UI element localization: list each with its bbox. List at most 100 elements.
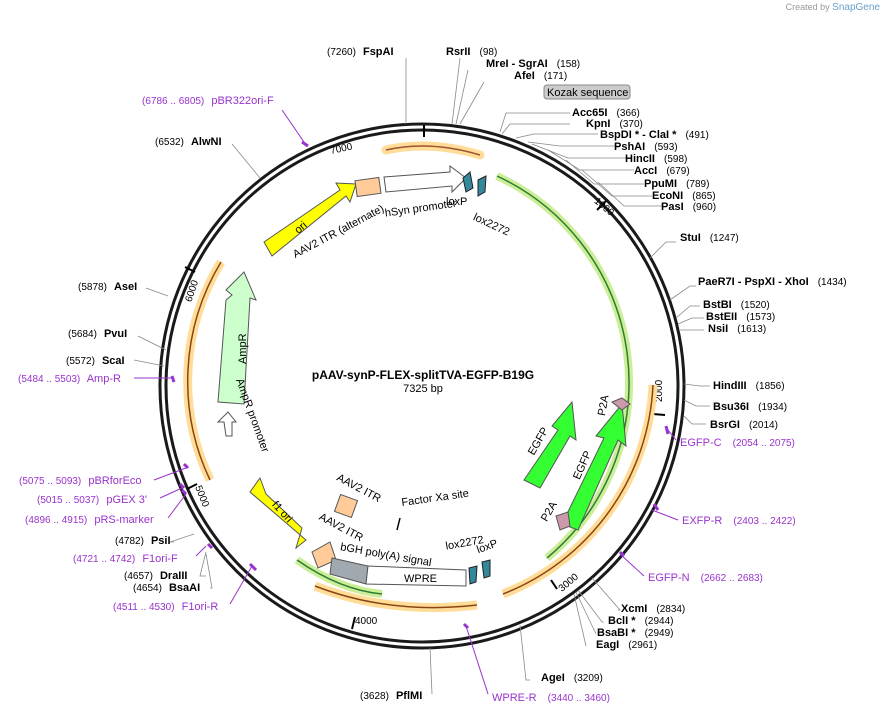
svg-text:StuI (1247): StuI (1247) — [680, 232, 739, 244]
primer-range: (2054 .. 2075) — [733, 438, 795, 449]
primer-range: (2403 .. 2422) — [733, 516, 795, 527]
svg-text:(4721 .. 4742) F1ori-F: (4721 .. 4742) F1ori-F — [73, 553, 178, 565]
enzyme-leaders — [133, 57, 710, 695]
enzyme-name: NsiI — [708, 323, 728, 335]
svg-text:BsrGI (2014): BsrGI (2014) — [710, 419, 778, 431]
feature-f1-ori: f1 ori — [249, 476, 307, 550]
primer-labels: (6786 .. 6805) pBR322ori-F EGFP-C (2054 … — [18, 95, 796, 704]
svg-text:HindIII (1856): HindIII (1856) — [713, 380, 785, 392]
primer-range: (6786 .. 6805) — [142, 96, 204, 107]
enzyme-name: PflMI — [396, 690, 422, 702]
enzyme-position: (593) — [654, 142, 677, 153]
svg-text:(6786 .. 6805) pBR322ori-F: (6786 .. 6805) pBR322ori-F — [142, 95, 274, 107]
loxp-top-label: loxP — [446, 196, 467, 208]
primer-name: F1ori-R — [182, 601, 219, 613]
tick-2000: 2000 — [654, 379, 665, 402]
feature-factor-xa: Factor Xa site — [396, 488, 470, 531]
svg-text:(7260) FspAI: (7260) FspAI — [327, 46, 394, 58]
svg-text:(5075 .. 5093) pBRforEco: (5075 .. 5093) pBRforEco — [19, 475, 142, 487]
enzyme-name: BstBI — [703, 299, 732, 311]
enzyme-name: EagI — [596, 639, 619, 651]
enzyme-name: EcoNI — [652, 190, 683, 202]
enzyme-position: (3209) — [574, 673, 603, 684]
enzyme-name: PpuMI — [644, 178, 677, 190]
svg-text:HincII (598): HincII (598) — [625, 153, 687, 165]
enzyme-name: AfeI — [514, 70, 535, 82]
enzyme-position: (6532) — [155, 137, 184, 148]
snapgene-credit: Created by SnapGene — [786, 2, 880, 13]
enzyme-position: (960) — [693, 202, 716, 213]
enzyme-name: AlwNI — [191, 136, 222, 148]
enzyme-position: (1613) — [737, 324, 766, 335]
primer-name: Amp-R — [87, 373, 121, 385]
primer-range: (5015 .. 5037) — [37, 495, 99, 506]
enzyme-name: StuI — [680, 232, 701, 244]
svg-text:PpuMI (789): PpuMI (789) — [644, 178, 709, 190]
enzyme-name: PasI — [661, 201, 684, 213]
enzyme-position: (2834) — [656, 604, 685, 615]
plasmid-length: 7325 bp — [403, 383, 443, 395]
enzyme-position: (158) — [557, 59, 580, 70]
svg-text:(6532) AlwNI: (6532) AlwNI — [155, 136, 222, 148]
enzyme-name: BclI * — [608, 615, 636, 627]
svg-text:RsrII (98): RsrII (98) — [446, 46, 497, 58]
primer-range: (4721 .. 4742) — [73, 554, 135, 565]
enzyme-name: XcmI — [621, 603, 647, 615]
enzyme-position: (679) — [666, 166, 689, 177]
enzyme-position: (1520) — [741, 300, 770, 311]
enzyme-position: (171) — [544, 71, 567, 82]
enzyme-name: BsaAI — [169, 582, 200, 594]
primer-range: (3440 .. 3460) — [548, 693, 610, 704]
enzyme-position: (3628) — [360, 691, 389, 702]
enzyme-position: (598) — [664, 154, 687, 165]
enzyme-position: (789) — [686, 179, 709, 190]
svg-text:(4782) PsiI: (4782) PsiI — [115, 535, 171, 547]
primer-name: pRS-marker — [94, 514, 154, 526]
primer-range: (4511 .. 4530) — [113, 602, 175, 613]
enzyme-position: (7260) — [327, 47, 356, 58]
primer-name: EXFP-R — [682, 515, 722, 527]
svg-text:BstBI (1520): BstBI (1520) — [703, 299, 770, 311]
primer-range: (5484 .. 5503) — [18, 374, 80, 385]
primer-leaders — [134, 109, 679, 695]
primer-name: pBRforEco — [88, 475, 141, 487]
primer-range: (4896 .. 4915) — [25, 515, 87, 526]
snapgene-brand: SnapGene — [832, 2, 880, 13]
enzyme-name: PshAI — [614, 141, 645, 153]
primer-range: (5075 .. 5093) — [19, 476, 81, 487]
enzyme-position: (1856) — [756, 381, 785, 392]
enzyme-name: ScaI — [102, 355, 125, 367]
enzyme-position: (4782) — [115, 536, 144, 547]
enzyme-position: (5684) — [68, 329, 97, 340]
wpre-label: WPRE — [404, 573, 437, 585]
svg-text:AccI (679): AccI (679) — [634, 165, 690, 177]
enzyme-position: (865) — [692, 191, 715, 202]
feature-p2a-top: P2A — [596, 394, 631, 417]
enzyme-name: BspDI * - ClaI * — [600, 129, 677, 141]
svg-text:BspDI * - ClaI * (491): BspDI * - ClaI * (491) — [600, 129, 709, 141]
svg-text:BclI * (2944): BclI * (2944) — [608, 615, 673, 627]
svg-text:(3628) PflMI: (3628) PflMI — [360, 690, 422, 702]
tick-7000: 7000 — [329, 141, 353, 156]
feature-loxp-top: loxP — [446, 171, 474, 208]
svg-text:(5572) ScaI: (5572) ScaI — [66, 355, 125, 367]
svg-text:(5878) AseI: (5878) AseI — [78, 281, 137, 293]
enzyme-position: (98) — [480, 47, 498, 58]
enzyme-position: (1247) — [710, 233, 739, 244]
enzyme-name: MreI - SgrAI — [486, 58, 548, 70]
enzyme-name: DraIII — [160, 570, 188, 582]
primer-name: pGEX 3' — [106, 494, 147, 506]
enzyme-name: KpnI — [586, 118, 610, 130]
svg-text:KpnI (370): KpnI (370) — [586, 118, 643, 130]
svg-text:AgeI (3209): AgeI (3209) — [541, 672, 603, 684]
svg-text:EGFP-N (2662 .. 2683): EGFP-N (2662 .. 2683) — [648, 572, 763, 584]
enzyme-name: HincII — [625, 153, 655, 165]
credit-prefix: Created by — [785, 2, 830, 12]
svg-text:AfeI (171): AfeI (171) — [514, 70, 567, 82]
backbone — [158, 122, 686, 650]
feature-egfp-1: EGFP — [523, 400, 577, 489]
enzyme-position: (491) — [685, 130, 708, 141]
primer-name: F1ori-F — [142, 553, 178, 565]
tick-4000: 4000 — [355, 616, 378, 627]
